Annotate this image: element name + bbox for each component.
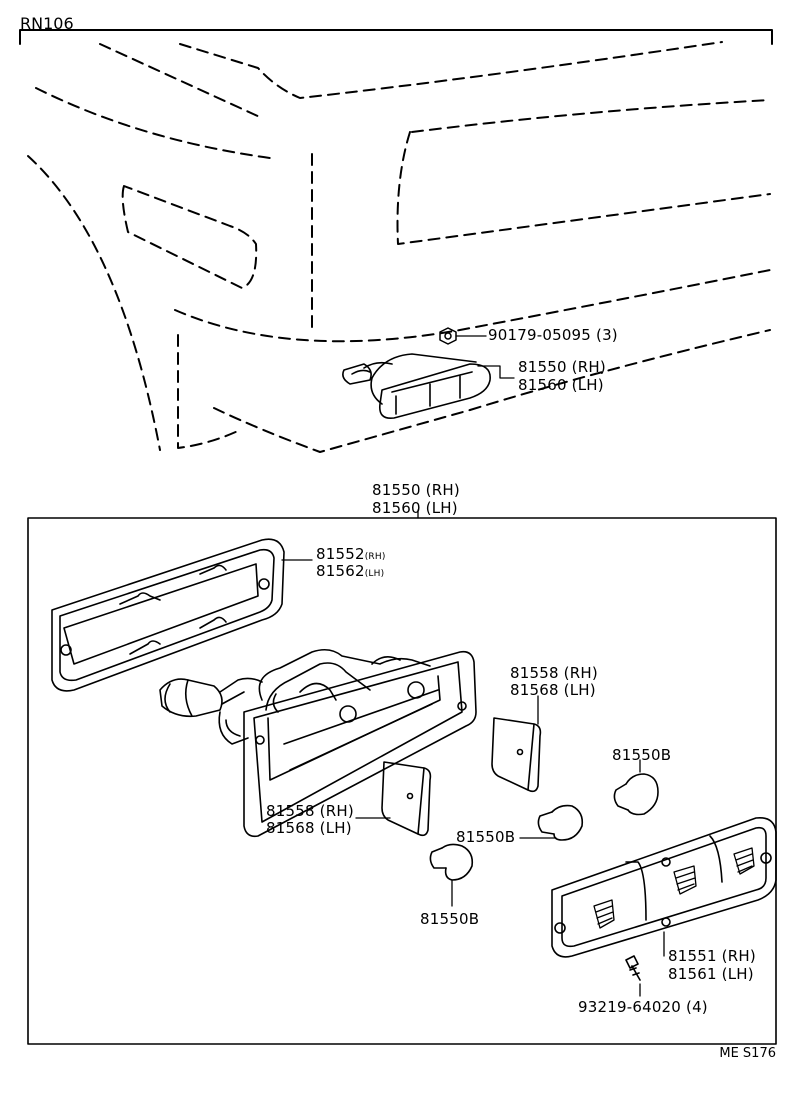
bulb-icon: [613, 773, 659, 816]
lamp-lens: [551, 816, 777, 958]
header-rule: [19, 29, 773, 45]
nut-icon: [439, 327, 457, 345]
gasket-rh-part-number: 81552(RH): [316, 546, 386, 565]
lens-lh-part-number: 81561 (LH): [668, 965, 754, 983]
reflector-upper-lh-part-number: 81568 (LH): [510, 681, 596, 699]
vehicle-body-outline: [27, 41, 771, 453]
assembly-lh-part-number: 81560 (LH): [372, 499, 458, 517]
lens-pattern: [593, 847, 755, 929]
reflector-lower-rh-part-number: 81558 (RH): [266, 802, 354, 820]
figure-code: ME S176: [719, 1046, 776, 1061]
bulb-icon: [537, 804, 584, 841]
bulb-middle-part-number: 81550B: [456, 828, 516, 846]
lamp-rh-part-number: 81550 (RH): [518, 358, 606, 376]
lamp-housing: [218, 648, 477, 838]
diagram-id: RN106: [20, 14, 74, 33]
reflector-upper: [491, 717, 542, 793]
bulb-icon: [429, 843, 474, 881]
lamp-gasket: [51, 538, 285, 692]
screw-icon: [625, 955, 641, 981]
assembly-rh-part-number: 81550 (RH): [372, 481, 460, 499]
socket-connector: [159, 677, 263, 718]
reflector-upper-rh-part-number: 81558 (RH): [510, 664, 598, 682]
lens-screw-part-number: 93219-64020 (4): [578, 998, 708, 1016]
gasket-lh-number: 81562: [316, 562, 365, 580]
exploded-view-frame: [27, 509, 777, 1045]
gasket-lh-side: (LH): [364, 569, 385, 579]
gasket-rh-number: 81552: [316, 545, 365, 563]
gasket-lh-part-number: 81562(LH): [316, 563, 384, 582]
bulb-left-part-number: 81550B: [420, 910, 480, 928]
installed-side-marker-lamp: [342, 353, 491, 420]
lamp-lh-part-number: 81560 (LH): [518, 376, 604, 394]
bulb-right-part-number: 81550B: [612, 746, 672, 764]
reflector-lower-lh-part-number: 81568 (LH): [266, 819, 352, 837]
gasket-rh-side: (RH): [364, 552, 386, 562]
screw-part-number: 90179-05095 (3): [488, 326, 618, 344]
reflector-lower: [381, 761, 432, 837]
lens-rh-part-number: 81551 (RH): [668, 947, 756, 965]
top-leaders: [455, 335, 515, 379]
